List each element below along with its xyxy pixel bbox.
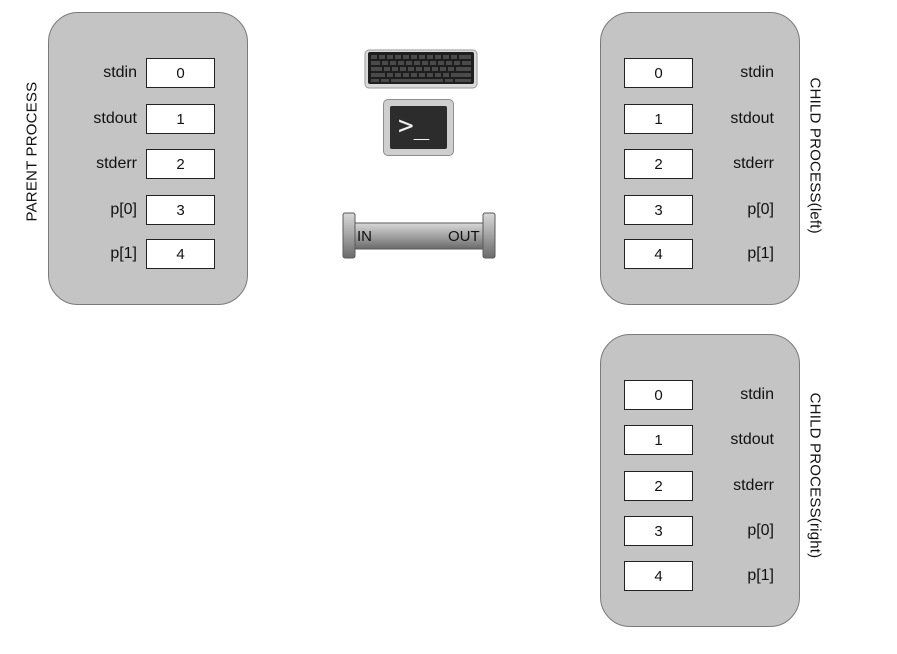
fd-row-p0: 3 p[0] xyxy=(624,195,774,225)
pipe-in-label: IN xyxy=(357,228,372,245)
terminal-prompt: >_ xyxy=(398,111,430,141)
fd-label: stdin xyxy=(740,64,774,81)
parent-process-title: PARENT PROCESS xyxy=(23,81,41,222)
fd-row-stdin: 0 stdin xyxy=(624,380,774,410)
fd-label: p[0] xyxy=(110,201,137,218)
fd-row-stderr: 2 stderr xyxy=(624,471,774,501)
fd-number: 0 xyxy=(624,58,693,88)
pipe-out-label: OUT xyxy=(448,228,480,245)
fd-row-stderr: stderr 2 xyxy=(49,149,215,179)
terminal-icon: >_ xyxy=(383,99,454,156)
fd-number: 1 xyxy=(146,104,215,134)
fd-label: p[0] xyxy=(747,522,774,539)
fd-row-stdout: stdout 1 xyxy=(49,104,215,134)
fd-label: stdin xyxy=(103,64,137,81)
pipe-graphic xyxy=(342,212,496,259)
fd-number: 2 xyxy=(624,149,693,179)
fd-label: p[1] xyxy=(747,245,774,262)
fd-number: 1 xyxy=(624,425,693,455)
fd-row-p1: 4 p[1] xyxy=(624,239,774,269)
fd-number: 3 xyxy=(624,195,693,225)
fd-row-stdin: stdin 0 xyxy=(49,58,215,88)
fd-label: stderr xyxy=(733,477,774,494)
child-right-process-title: CHILD PROCESS(right) xyxy=(806,392,824,559)
fd-number: 4 xyxy=(624,561,693,591)
fd-label: stdout xyxy=(730,431,774,448)
fd-label: stderr xyxy=(96,155,137,172)
fd-label: stderr xyxy=(733,155,774,172)
fd-number: 2 xyxy=(624,471,693,501)
fd-number: 1 xyxy=(624,104,693,134)
fd-row-p1: 4 p[1] xyxy=(624,561,774,591)
fd-row-p1: p[1] 4 xyxy=(49,239,215,269)
child-right-process-box: 0 stdin 1 stdout 2 stderr 3 p[0] 4 p[1] xyxy=(600,334,800,627)
fd-row-p0: 3 p[0] xyxy=(624,516,774,546)
fd-number: 0 xyxy=(146,58,215,88)
fd-row-stdout: 1 stdout xyxy=(624,104,774,134)
fd-label: stdout xyxy=(730,110,774,127)
fd-number: 4 xyxy=(146,239,215,269)
fd-number: 3 xyxy=(624,516,693,546)
fd-row-stdout: 1 stdout xyxy=(624,425,774,455)
fd-row-p0: p[0] 3 xyxy=(49,195,215,225)
fd-label: p[0] xyxy=(747,201,774,218)
fd-label: p[1] xyxy=(110,245,137,262)
fd-number: 3 xyxy=(146,195,215,225)
parent-process-box: stdin 0 stdout 1 stderr 2 p[0] 3 p[1] 4 xyxy=(48,12,248,305)
pipe-icon: IN OUT xyxy=(342,211,496,260)
fd-label: stdout xyxy=(93,110,137,127)
keyboard-icon xyxy=(364,49,478,89)
child-left-process-box: 0 stdin 1 stdout 2 stderr 3 p[0] 4 p[1] xyxy=(600,12,800,305)
fd-label: p[1] xyxy=(747,567,774,584)
fd-number: 0 xyxy=(624,380,693,410)
fd-row-stdin: 0 stdin xyxy=(624,58,774,88)
fd-label: stdin xyxy=(740,386,774,403)
fd-number: 2 xyxy=(146,149,215,179)
fd-row-stderr: 2 stderr xyxy=(624,149,774,179)
child-left-process-title: CHILD PROCESS(left) xyxy=(806,77,824,234)
fd-number: 4 xyxy=(624,239,693,269)
